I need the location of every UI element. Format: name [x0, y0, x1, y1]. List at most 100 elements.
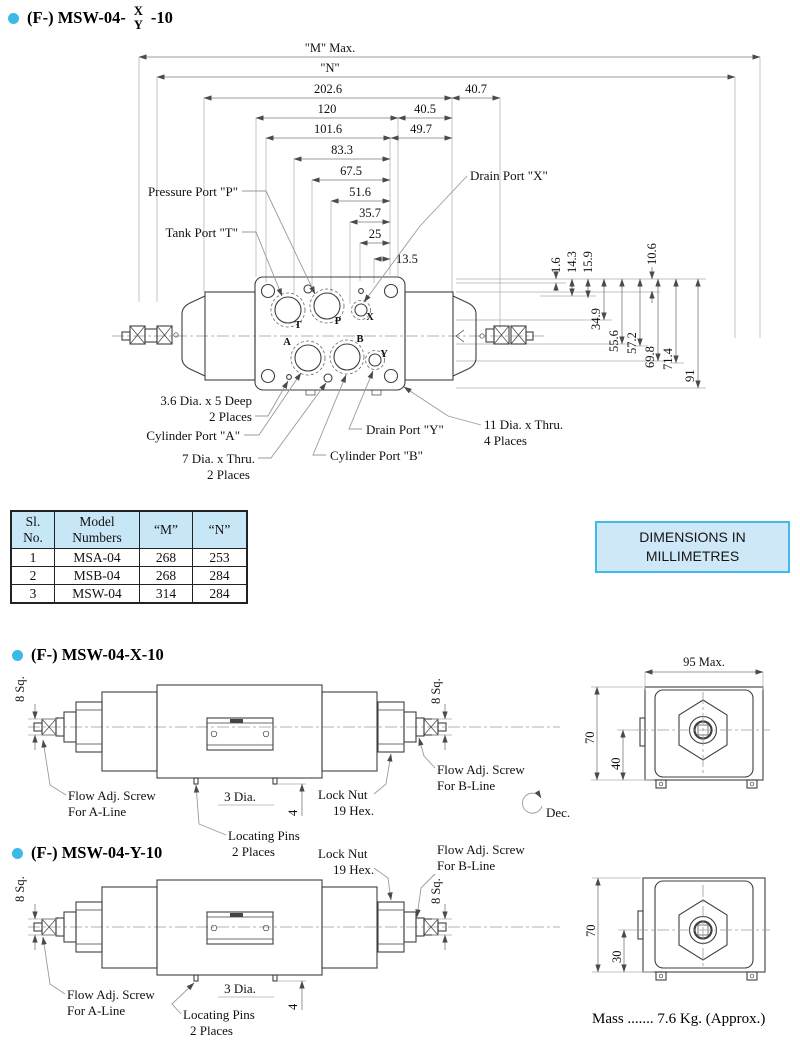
label-flow-adj-a1: Flow Adj. Screw [68, 788, 156, 803]
header-m: “M” [139, 510, 193, 549]
dim-1-6: 1.6 [549, 257, 563, 273]
side-dimensions: 8 Sq. 8 Sq. 4 3 Dia. [13, 876, 452, 1010]
end-view-dimensions: 95 Max. 70 40 [583, 655, 764, 781]
side-callouts: Flow Adj. Screw For A-Line Locating Pins… [41, 737, 525, 859]
dim-14-3: 14.3 [565, 251, 579, 273]
label-drain-port-y: Drain Port "Y" [366, 422, 444, 437]
note-line1: DIMENSIONS IN [639, 529, 746, 546]
label-3-6-dia: 3.6 Dia. x 5 Deep [160, 393, 252, 408]
nameplate-logo [230, 719, 243, 723]
label-lock-nut1: Lock Nut [318, 846, 368, 861]
dim-70: 70 [584, 925, 598, 938]
end-view-y-drawing: 70 30 [584, 877, 770, 981]
label-11-dia: 11 Dia. x Thru. [484, 417, 563, 432]
dim-8sq-right: 8 Sq. [429, 678, 443, 704]
dim-70: 70 [583, 732, 597, 745]
dim-49-7: 49.7 [410, 122, 432, 136]
cell-model-2: MSB-04 [54, 566, 140, 585]
dim-34-9: 34.9 [589, 308, 603, 330]
valve-top-view: T P X A B Y [112, 276, 545, 396]
label-flow-adj-b2: For B-Line [437, 858, 495, 873]
label-11-dia-places: 4 Places [484, 433, 527, 448]
bullet-icon [8, 12, 19, 24]
dim-202-6: 202.6 [314, 82, 342, 96]
side-view-x-drawing: 8 Sq. 8 Sq. 4 3 Dia. Flow Adj. Screw For… [13, 676, 560, 859]
dim-40-7: 40.7 [465, 82, 487, 96]
section3-title-text: (F-) MSW-04-Y-10 [31, 843, 163, 862]
dim-69-8: 69.8 [643, 346, 657, 368]
mass-note: Mass ....... 7.6 Kg. (Approx.) [592, 1011, 766, 1027]
cell-m-2: 268 [139, 566, 193, 585]
port-letter-t: T [294, 320, 301, 331]
horizontal-dimensions: "M" Max. "N" 202.6 40.7 120 40.5 101.6 4… [138, 41, 761, 266]
port-letter-a: A [283, 337, 291, 348]
end-view-body [636, 686, 770, 789]
title-stack-x: X [133, 4, 143, 18]
dim-55-6: 55.6 [607, 330, 621, 352]
dim-51-6: 51.6 [349, 185, 371, 199]
cell-model-3: MSW-04 [54, 584, 140, 604]
header-n: “N” [192, 510, 248, 549]
callouts: Pressure Port "P" Tank Port "T" Drain Po… [146, 168, 563, 482]
label-drain-port-x: Drain Port "X" [470, 168, 548, 183]
dim-120: 120 [318, 102, 337, 116]
label-7-dia-places: 2 Places [207, 467, 250, 482]
cell-sl-3: 3 [10, 584, 55, 604]
vertical-dimensions: 1.6 14.3 15.9 10.6 34.9 55.6 57.2 69.8 7… [549, 243, 701, 389]
side-callouts: Lock Nut 19 Hex. Flow Adj. Screw For B-L… [41, 842, 525, 1038]
port-letter-b: B [356, 334, 363, 345]
dim-95-max: 95 Max. [683, 655, 725, 669]
valve-side-view [33, 684, 447, 785]
label-flow-adj-b2: For B-Line [437, 778, 495, 793]
cell-m-3: 314 [139, 584, 193, 604]
dim-4: 4 [286, 809, 300, 816]
section1-title: (F-) MSW-04- X Y -10 [8, 4, 173, 33]
extension-lines [138, 57, 761, 389]
label-flow-adj-a2: For A-Line [68, 804, 126, 819]
label-dec: Dec. [546, 805, 570, 820]
label-flow-adj-b1: Flow Adj. Screw [437, 762, 525, 777]
table-row: 3 MSW-04 314 284 [10, 584, 248, 604]
dim-8sq-left: 8 Sq. [13, 676, 27, 702]
cell-n-2: 284 [192, 566, 248, 585]
label-cylinder-port-a: Cylinder Port "A" [146, 428, 240, 443]
section3-title: (F-) MSW-04-Y-10 [12, 843, 162, 863]
table-row: 2 MSB-04 268 284 [10, 566, 248, 585]
label-3-dia: 3 Dia. [224, 981, 256, 996]
cell-n-3: 284 [192, 584, 248, 604]
label-tank-port: Tank Port "T" [165, 225, 238, 240]
dim-57-2: 57.2 [625, 332, 639, 354]
label-7-dia: 7 Dia. x Thru. [182, 451, 255, 466]
header-sl-no: Sl.No. [10, 510, 55, 549]
bullet-icon [12, 847, 23, 859]
dim-67-5: 67.5 [340, 164, 362, 178]
dim-8sq-left: 8 Sq. [13, 876, 27, 902]
dimensions-note-box: DIMENSIONS IN MILLIMETRES [595, 521, 790, 573]
label-cylinder-port-b: Cylinder Port "B" [330, 448, 423, 463]
dim-10-6: 10.6 [645, 243, 659, 265]
end-view-x-drawing: 95 Max. 70 40 Dec. [521, 655, 770, 820]
port-letter-x: X [366, 312, 374, 323]
note-line2: MILLIMETRES [645, 548, 740, 564]
dim-101-6: 101.6 [314, 122, 342, 136]
label-flow-adj-b1: Flow Adj. Screw [437, 842, 525, 857]
end-view-dimensions: 70 30 [584, 877, 654, 973]
dim-n: "N" [320, 61, 339, 75]
top-view-drawing: "M" Max. "N" 202.6 40.7 120 40.5 101.6 4… [112, 41, 761, 482]
dim-40-5: 40.5 [414, 102, 436, 116]
dim-8sq-right: 8 Sq. [429, 878, 443, 904]
label-3-dia: 3 Dia. [224, 789, 256, 804]
label-lock-nut1: Lock Nut [318, 787, 368, 802]
dim-15-9: 15.9 [581, 251, 595, 273]
dim-30: 30 [610, 951, 624, 964]
rotation-note: Dec. [521, 790, 570, 820]
cell-model-1: MSA-04 [54, 548, 140, 567]
label-locating-pins1: Locating Pins [228, 828, 300, 843]
label-lock-nut2: 19 Hex. [333, 803, 374, 818]
cell-n-1: 253 [192, 548, 248, 567]
valve-side-view [33, 879, 447, 982]
dim-35-7: 35.7 [359, 206, 381, 220]
section2-title-text: (F-) MSW-04-X-10 [31, 645, 164, 664]
